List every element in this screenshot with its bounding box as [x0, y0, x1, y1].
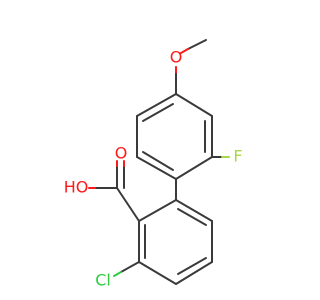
ring2-double-2 — [177, 257, 207, 275]
ring1-bond-1 — [136, 93, 177, 117]
methoxy-oxygen-label: O — [170, 48, 183, 67]
structure-canvas: O F O HO Cl — [63, 39, 243, 290]
ring2-double-1 — [177, 208, 207, 226]
bond-ring-cl — [120, 261, 140, 273]
ring1-bond-6 — [175, 93, 213, 117]
carbonyl-oxygen-label: O — [115, 144, 128, 163]
ring1-double-2 — [142, 151, 174, 171]
fluorine-label: F — [233, 147, 242, 166]
chlorine-label: Cl — [95, 271, 111, 290]
ring1-bond-4 — [175, 156, 213, 180]
ring2-bond-6 — [138, 199, 177, 222]
ring2-bond-1 — [175, 199, 213, 222]
ring1-double-1 — [142, 103, 174, 122]
ring2-bond-4 — [138, 261, 177, 285]
hydroxyl-label: HO — [64, 178, 89, 197]
bond-o-methyl-red — [180, 48, 189, 54]
ring1-bond-3 — [136, 156, 177, 180]
bond-ring-cl-green — [113, 271, 122, 277]
bond-ring-carboxyl — [116, 187, 140, 222]
bond-methyl-o — [187, 39, 207, 50]
ring2-bond-3 — [175, 261, 213, 285]
structure-diagram: O F O HO Cl — [64, 39, 243, 290]
